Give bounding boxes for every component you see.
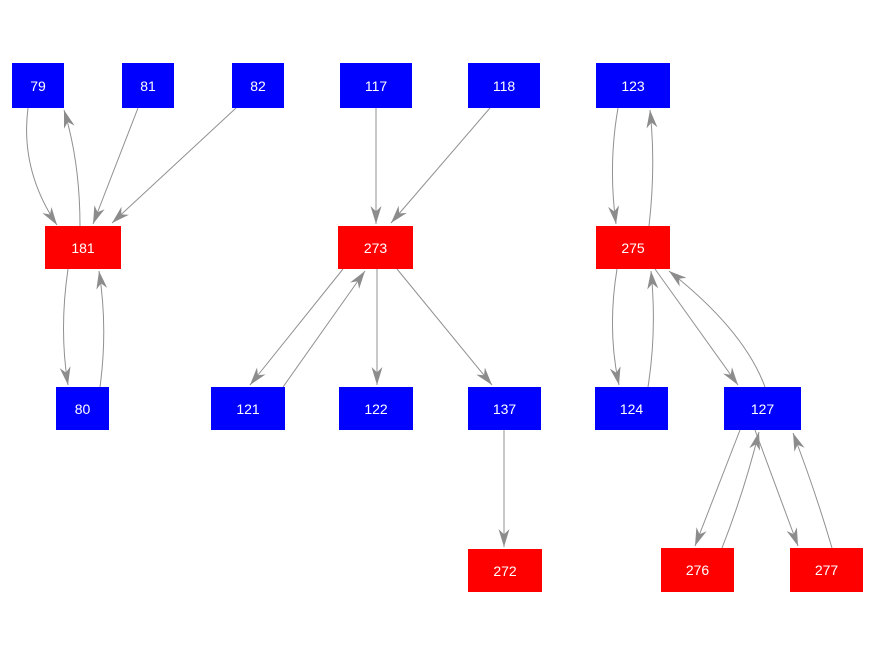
arrowhead-273-122 (371, 367, 383, 385)
arrowhead-118-273 (391, 205, 407, 223)
arrowhead-117-273 (370, 206, 382, 224)
arrowhead-81-181 (93, 205, 105, 224)
arrowhead-277-127 (793, 433, 805, 452)
node-181[interactable]: 181 (45, 226, 121, 269)
arrowhead-121-273 (350, 271, 365, 289)
edge-127-276 (694, 429, 741, 547)
arrowhead-181-80 (59, 366, 71, 385)
arrowhead-79-181 (42, 207, 57, 225)
arrowhead-127-277 (786, 527, 798, 546)
edge-277-127 (792, 432, 833, 549)
node-137[interactable]: 137 (468, 387, 541, 430)
arrowhead-80-181 (96, 271, 108, 290)
edge-80-181 (98, 270, 105, 388)
node-79[interactable]: 79 (12, 63, 64, 108)
edge-123-275 (611, 107, 619, 225)
node-81[interactable]: 81 (122, 63, 174, 108)
edge-275-127 (654, 268, 739, 386)
arrowhead-124-275 (647, 271, 659, 290)
arrowhead-123-275 (608, 205, 619, 224)
edge-181-79 (63, 109, 81, 227)
arrowhead-82-181 (112, 206, 129, 223)
node-277[interactable]: 277 (790, 548, 863, 592)
edge-124-275 (647, 270, 654, 388)
arrowhead-273-137 (476, 367, 492, 385)
arrowhead-127-275 (669, 271, 687, 287)
node-275[interactable]: 275 (596, 226, 670, 269)
edge-81-181 (92, 107, 139, 225)
edge-276-127 (721, 431, 760, 549)
edge-118-273 (390, 107, 491, 224)
edge-275-123 (648, 109, 654, 227)
arrowhead-127-276 (695, 527, 707, 546)
node-276[interactable]: 276 (661, 548, 734, 592)
arrowhead-137-272 (498, 529, 510, 547)
edge-121-273 (282, 270, 366, 388)
arrowhead-181-79 (64, 110, 75, 129)
node-121[interactable]: 121 (211, 387, 285, 430)
node-117[interactable]: 117 (340, 63, 412, 108)
node-124[interactable]: 124 (595, 387, 668, 430)
node-273[interactable]: 273 (338, 226, 413, 269)
edge-275-124 (611, 268, 620, 386)
node-123[interactable]: 123 (596, 63, 670, 108)
node-127[interactable]: 127 (724, 387, 801, 430)
node-122[interactable]: 122 (339, 387, 413, 430)
edge-273-137 (396, 268, 493, 386)
node-118[interactable]: 118 (468, 63, 540, 108)
edge-273-121 (249, 268, 344, 386)
arrowhead-275-127 (723, 367, 738, 385)
edge-127-275 (668, 270, 766, 388)
edge-82-181 (111, 107, 237, 224)
node-82[interactable]: 82 (232, 63, 284, 108)
edge-181-80 (63, 268, 69, 386)
node-272[interactable]: 272 (468, 549, 542, 592)
edge-79-181 (26, 107, 58, 226)
node-80[interactable]: 80 (56, 387, 109, 430)
arrowhead-273-121 (250, 367, 266, 385)
arrowhead-275-123 (646, 110, 658, 129)
arrowhead-275-124 (609, 366, 621, 385)
edge-127-277 (754, 429, 799, 547)
